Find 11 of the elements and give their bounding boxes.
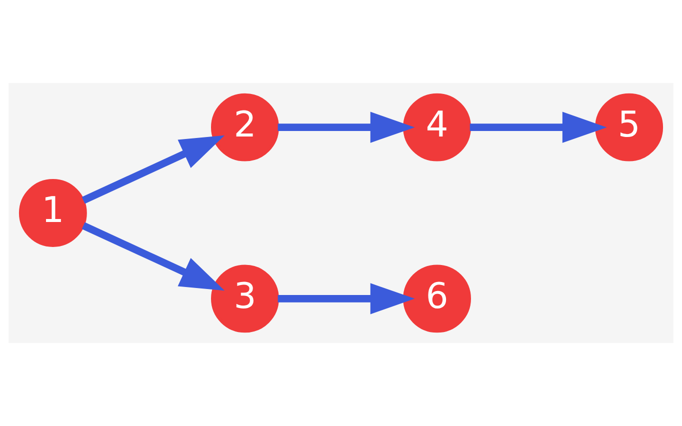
arrow	[278, 283, 415, 314]
node-circle: 6	[403, 264, 471, 333]
arrow	[278, 112, 415, 143]
arrow	[470, 112, 607, 143]
node-circle: 2	[211, 93, 279, 162]
node-circle: 4	[403, 93, 471, 162]
node-circle: 1	[18, 179, 87, 247]
arrow	[82, 135, 225, 204]
node-circle: 3	[211, 264, 279, 333]
node-circle: 5	[595, 93, 664, 162]
arrow	[82, 222, 225, 291]
